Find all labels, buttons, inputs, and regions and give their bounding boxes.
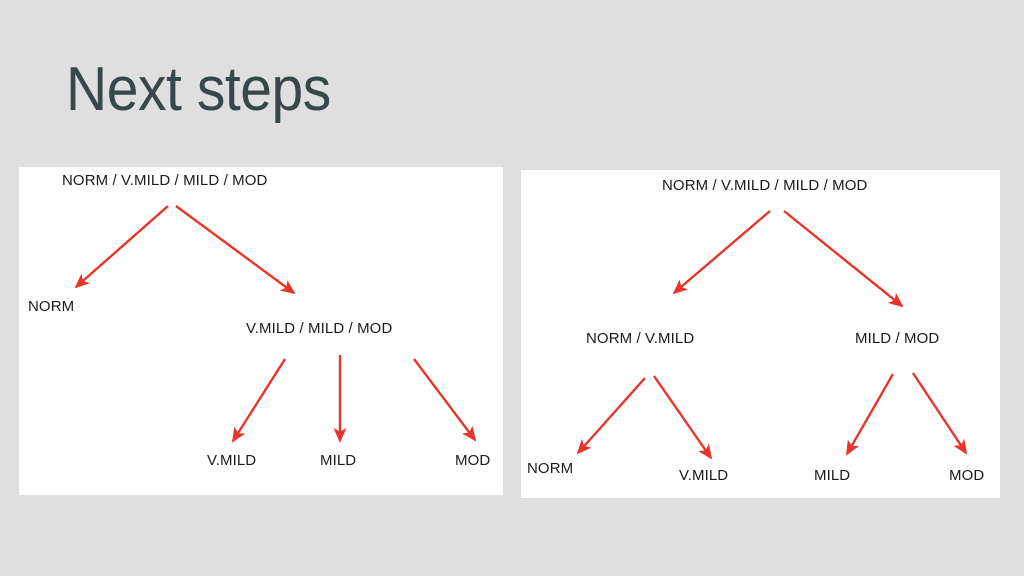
node-label-mild-mod: MILD / MOD: [855, 330, 940, 347]
arrow-normvmild-to-norm: [576, 377, 646, 455]
node-label-leaf-mod: MOD: [949, 467, 985, 484]
node-label-leaf-mod: MOD: [455, 452, 491, 469]
arrow-normvmild-to-vmild: [653, 375, 713, 460]
node-label-root: NORM / V.MILD / MILD / MOD: [662, 177, 868, 194]
arrow-rest-to-mod: [413, 358, 477, 442]
diagram-panel-sequential: NORM / V.MILD / MILD / MOD NORM V.MILD /…: [19, 167, 503, 495]
node-label-leaf-vmild: V.MILD: [679, 467, 729, 484]
arrow-mildmod-to-mod: [911, 372, 968, 455]
node-label-leaf-mild: MILD: [814, 467, 851, 484]
node-label-norm-vmild: NORM / V.MILD: [586, 330, 695, 347]
node-label-leaf-vmild: V.MILD: [207, 452, 257, 469]
node-label-leaf-norm: NORM: [527, 460, 574, 477]
arrow-mildmod-to-mild: [845, 373, 895, 456]
arrow-layer-right: [576, 210, 968, 460]
arrow-root-to-normvmild: [672, 210, 771, 295]
node-label-norm: NORM: [28, 298, 75, 315]
node-label-root: NORM / V.MILD / MILD / MOD: [62, 172, 268, 189]
arrow-root-to-mildmod: [783, 210, 904, 308]
node-label-rest: V.MILD / MILD / MOD: [246, 320, 393, 337]
arrow-root-to-norm: [74, 205, 169, 289]
arrow-layer-left: [74, 205, 477, 443]
page-title: Next steps: [66, 55, 331, 124]
arrow-root-to-rest: [175, 205, 296, 295]
arrow-rest-to-vmild: [231, 358, 287, 443]
diagram-panel-binary: NORM / V.MILD / MILD / MOD NORM / V.MILD…: [521, 170, 1000, 498]
node-label-leaf-mild: MILD: [320, 452, 357, 469]
